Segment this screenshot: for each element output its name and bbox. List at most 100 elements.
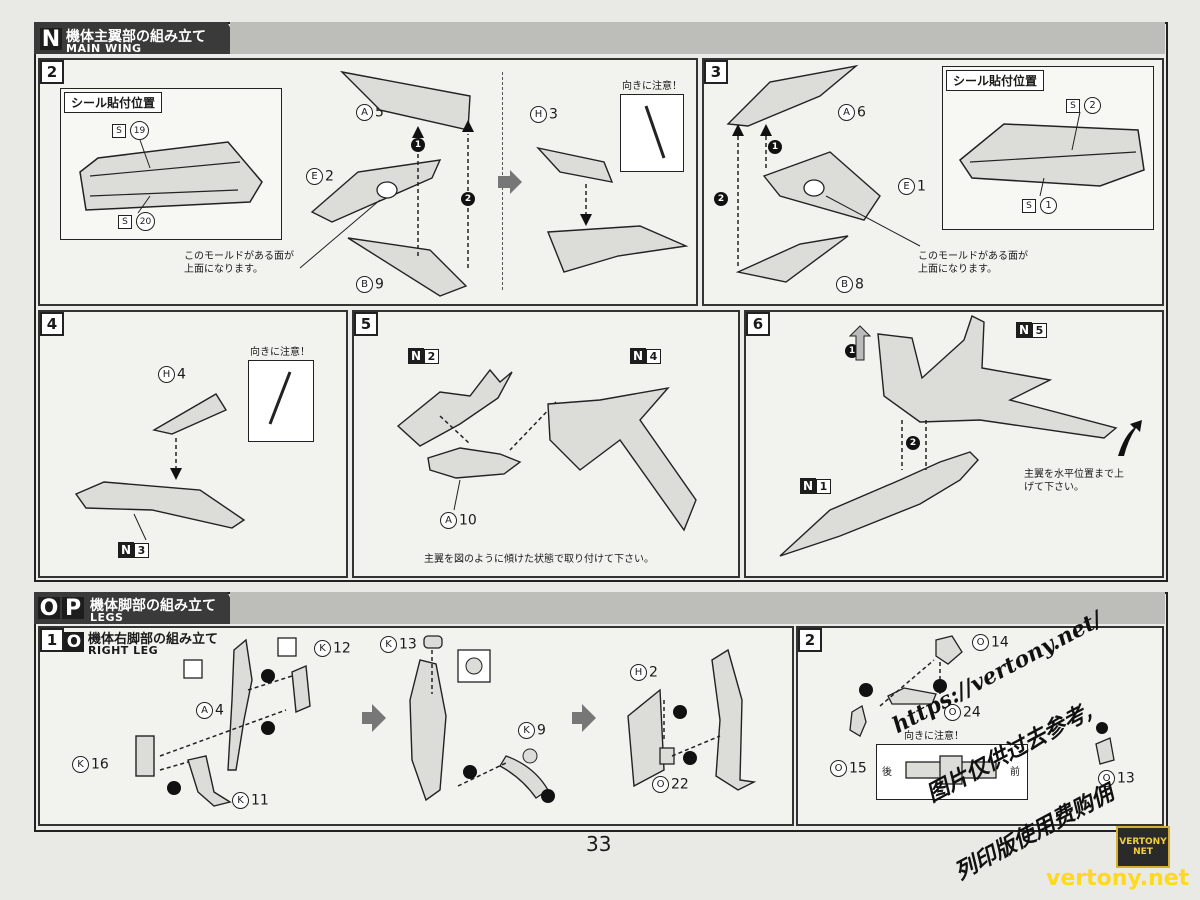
part-letter: E xyxy=(306,168,323,185)
part-number: 9 xyxy=(375,276,384,293)
part-letter: O xyxy=(652,776,669,793)
logo-text-top: VERTONY xyxy=(1119,837,1167,847)
mold-note-3: このモールドがある面が上面になります。 xyxy=(918,251,1028,275)
wing-tilt-note: 主翼を図のように傾けた状態で取り付けて下さい。 xyxy=(424,554,654,565)
seal-position-title-3: シール貼付位置 xyxy=(946,70,1045,91)
section-letter-o: O xyxy=(38,595,60,621)
part-letter: E xyxy=(898,178,915,195)
part-number: 10 xyxy=(459,512,477,529)
mold-note: このモールドがある面が上面になります。 xyxy=(184,251,294,275)
badge-letter: N xyxy=(800,478,816,494)
part-number: 15 xyxy=(849,760,867,777)
part-letter: H xyxy=(630,664,647,681)
part-letter: A xyxy=(440,512,457,529)
seal-position-title: シール貼付位置 xyxy=(64,92,163,113)
caution-detail-box-4 xyxy=(248,360,314,442)
part-letter: H xyxy=(530,106,547,123)
part-number: 14 xyxy=(991,634,1009,651)
rear-label: 後 xyxy=(882,767,892,778)
part-letter: O xyxy=(830,760,847,777)
section-n-title-jp: 機体主翼部の組み立て xyxy=(66,29,206,45)
seal-20-label: S 20 xyxy=(118,212,157,231)
part-letter: H xyxy=(158,366,175,383)
part-number: 13 xyxy=(399,636,417,653)
part-number: 12 xyxy=(333,640,351,657)
part-number: 4 xyxy=(215,702,224,719)
part-number: 16 xyxy=(91,756,109,773)
badge-letter: N xyxy=(118,542,134,558)
part-number: 2 xyxy=(649,664,658,681)
arrow-2-marker: 2 xyxy=(714,192,728,206)
arrow-2-marker: 2 xyxy=(461,192,475,206)
badge-letter: N xyxy=(630,348,646,364)
badge-number: 3 xyxy=(134,542,149,558)
part-letter: K xyxy=(518,722,535,739)
caution-detail-box xyxy=(620,94,684,172)
watermark-site: vertony.net xyxy=(1046,866,1190,891)
sub-title-en: RIGHT LEG xyxy=(88,644,159,657)
part-number: 8 xyxy=(855,276,864,293)
step-4-number: 4 xyxy=(40,312,64,336)
step-6-number: 6 xyxy=(746,312,770,336)
part-letter: O xyxy=(944,704,961,721)
watermark-logo: VERTONY NET xyxy=(1116,826,1170,868)
section-n-header-bar xyxy=(34,22,244,54)
arrow-1-marker: 1 xyxy=(768,140,782,154)
step-2-number: 2 xyxy=(40,60,64,84)
front-label: 前 xyxy=(1010,767,1020,778)
badge-letter: N xyxy=(1016,322,1032,338)
part-letter: K xyxy=(380,636,397,653)
sticker-icon: S xyxy=(118,214,132,229)
part-number: 1 xyxy=(917,178,926,195)
page-number: 33 xyxy=(586,832,612,856)
section-op-title-jp: 機体脚部の組み立て xyxy=(90,598,216,614)
arrow-1-marker: 1 xyxy=(411,138,425,152)
badge-letter: N xyxy=(408,348,424,364)
part-letter: O xyxy=(1098,770,1115,787)
seal-number-2: 2 xyxy=(1084,97,1101,114)
sub-letter-o: O xyxy=(64,632,84,652)
part-number: 3 xyxy=(549,106,558,123)
part-letter: O xyxy=(972,634,989,651)
logo-text-bottom: NET xyxy=(1133,847,1153,857)
part-number: 4 xyxy=(177,366,186,383)
op-step-2-number: 2 xyxy=(798,628,822,652)
sticker-icon: S xyxy=(1022,198,1036,213)
step-5-number: 5 xyxy=(354,312,378,336)
part-letter: A xyxy=(356,104,373,121)
part-letter: B xyxy=(356,276,373,293)
part-number: 11 xyxy=(251,792,269,809)
part-number: 9 xyxy=(537,722,546,739)
seal-number-1: 1 xyxy=(1040,197,1057,214)
seal-number-20: 20 xyxy=(136,212,155,231)
part-number: 2 xyxy=(325,168,334,185)
